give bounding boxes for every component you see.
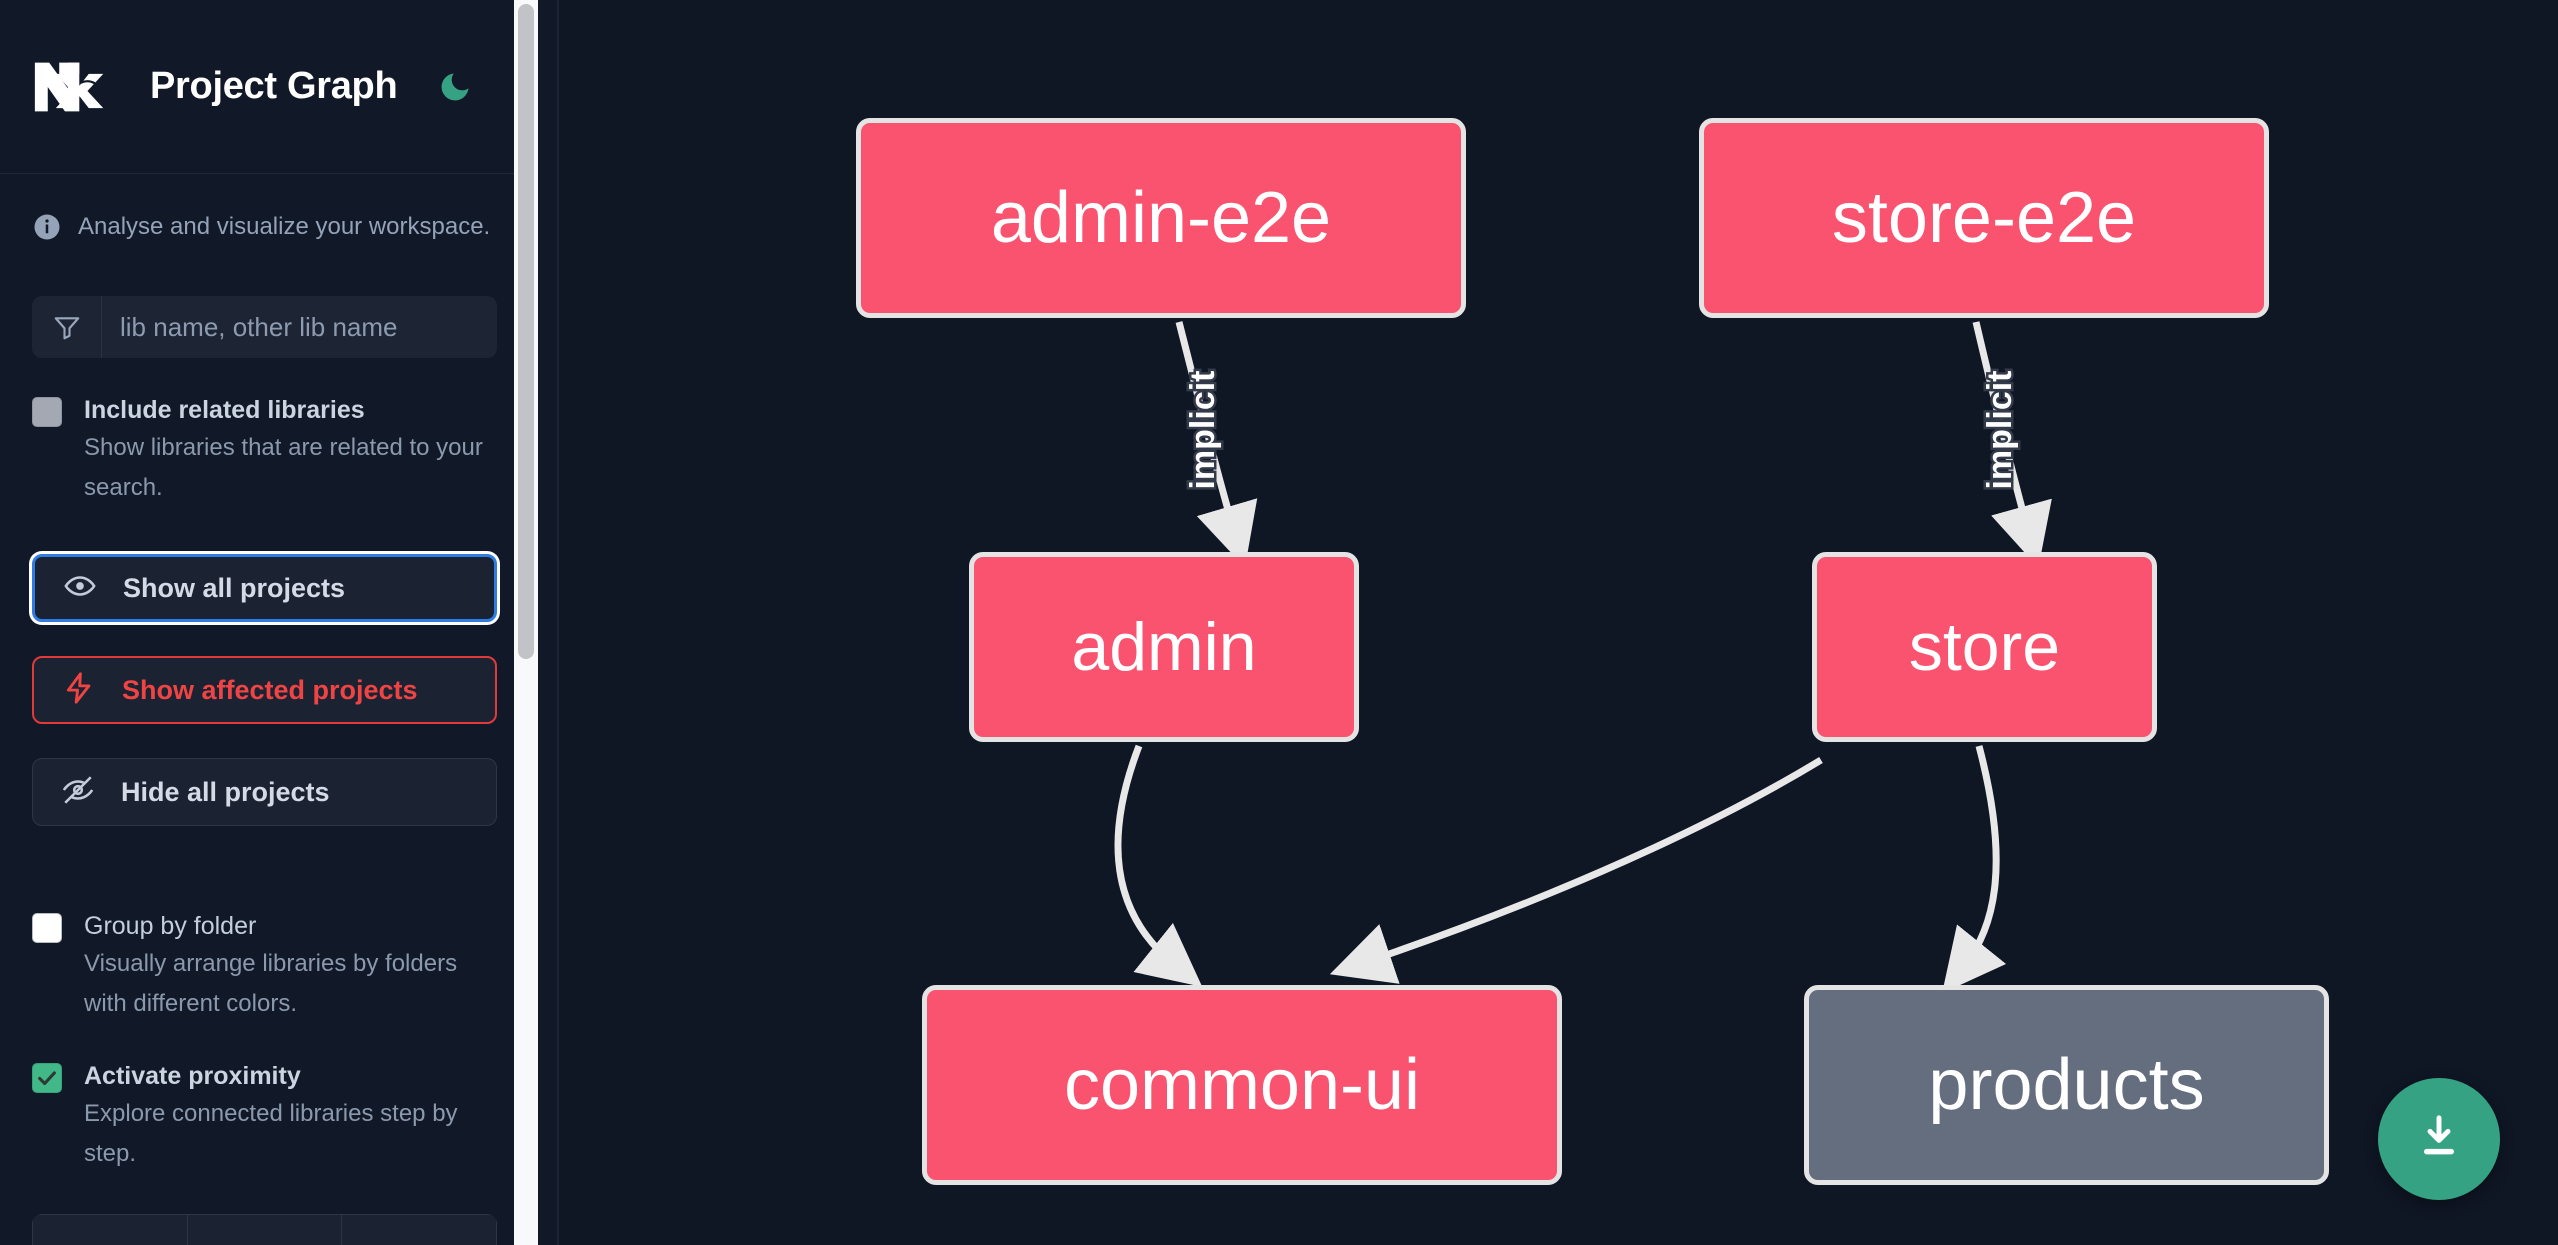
graph-node-products[interactable]: products: [1804, 985, 2329, 1185]
eye-off-icon: [61, 773, 95, 812]
sidebar-divider: [557, 0, 559, 1245]
option-group-by-folder[interactable]: Group by folder Visually arrange librari…: [32, 908, 497, 1024]
graph-edges: implicit implicit: [1114, 321, 2052, 994]
option-title: Activate proximity: [84, 1062, 301, 1090]
graph-node-store-e2e[interactable]: store-e2e: [1699, 118, 2269, 318]
edge-label-implicit-admin: implicit: [1182, 368, 1225, 492]
checkbox-activate-proximity[interactable]: [32, 1063, 62, 1093]
lightning-bolt-icon: [62, 671, 96, 710]
option-description: Show libraries that are related to your …: [84, 434, 483, 501]
svg-text:implicit: implicit: [1981, 370, 2019, 489]
graph-node-common-ui[interactable]: common-ui: [922, 985, 1562, 1185]
graph-node-admin[interactable]: admin: [969, 552, 1359, 742]
nx-logo-icon: [32, 58, 118, 116]
show-all-projects-label: Show all projects: [123, 572, 346, 603]
show-affected-projects-label: Show affected projects: [122, 674, 418, 705]
option-title: Group by folder: [84, 912, 257, 940]
info-icon: [32, 212, 62, 242]
svg-text:implicit: implicit: [1184, 370, 1222, 489]
page-title: Project Graph: [150, 65, 398, 107]
edge-store-e2e-store: [1972, 321, 2052, 568]
edge-store-products: [1942, 745, 2007, 994]
graph-node-label: admin: [1071, 609, 1257, 685]
graph-node-label: products: [1928, 1045, 2205, 1125]
option-description: Visually arrange libraries by folders wi…: [84, 950, 458, 1017]
hide-all-projects-label: Hide all projects: [121, 776, 330, 807]
download-image-button[interactable]: [2378, 1078, 2500, 1200]
bottom-segmented-control[interactable]: [32, 1214, 497, 1245]
search-input[interactable]: [102, 296, 497, 358]
eye-icon: [63, 569, 97, 608]
sidebar-scrollbar-thumb[interactable]: [518, 4, 534, 659]
edge-label-implicit-store: implicit: [1979, 368, 2022, 492]
edge-admin-e2e-admin: [1175, 321, 1258, 568]
option-include-related-libraries[interactable]: Include related libraries Show libraries…: [32, 392, 497, 508]
segment-1[interactable]: [32, 1214, 188, 1245]
checkbox-include-related-libraries[interactable]: [32, 397, 62, 427]
option-description: Explore connected libraries step by step…: [84, 1100, 458, 1167]
show-affected-projects-button[interactable]: Show affected projects: [32, 656, 497, 724]
graph-node-admin-e2e[interactable]: admin-e2e: [856, 118, 1466, 318]
segment-2[interactable]: [187, 1214, 343, 1245]
option-activate-proximity[interactable]: Activate proximity Explore connected lib…: [32, 1058, 497, 1174]
hide-all-projects-button[interactable]: Hide all projects: [32, 758, 497, 826]
download-icon: [2412, 1110, 2466, 1169]
graph-node-label: store-e2e: [1831, 178, 2137, 258]
sidebar: Project Graph Analyse and visualize your…: [0, 0, 559, 1245]
moon-icon[interactable]: [435, 67, 475, 107]
graph-canvas[interactable]: implicit implicit admin-e2e store-e2e ad…: [559, 0, 2558, 1245]
option-title: Include related libraries: [84, 396, 365, 424]
graph-node-label: store: [1908, 609, 2061, 685]
show-all-projects-button[interactable]: Show all projects: [32, 554, 497, 622]
filter-row[interactable]: [32, 296, 497, 358]
sidebar-header: Project Graph: [0, 0, 529, 174]
funnel-icon: [32, 296, 102, 358]
graph-node-label: admin-e2e: [990, 178, 1332, 258]
edge-store-common-ui: [1329, 757, 1823, 984]
graph-node-store[interactable]: store: [1812, 552, 2157, 742]
graph-node-label: common-ui: [1063, 1045, 1421, 1125]
workspace-note: Analyse and visualize your workspace.: [0, 174, 529, 246]
workspace-note-text: Analyse and visualize your workspace.: [78, 213, 491, 240]
checkbox-group-by-folder[interactable]: [32, 913, 62, 943]
segment-3[interactable]: [342, 1214, 497, 1245]
edge-admin-common-ui: [1114, 744, 1203, 987]
